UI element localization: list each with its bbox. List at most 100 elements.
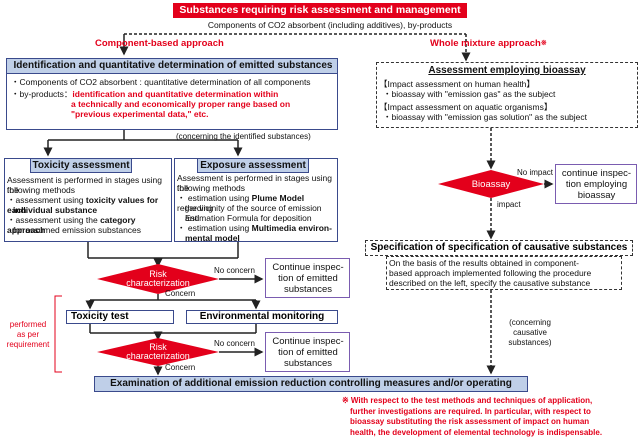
risk1-label2: characterization — [126, 278, 190, 288]
bioassay-diamond — [438, 170, 544, 198]
identification-line4: "previous experimental data," etc. — [71, 109, 209, 119]
component-approach-label: Component-based approach — [95, 38, 224, 49]
risk2-label1: Risk — [149, 342, 167, 352]
exposure-l7: mental model — [185, 233, 240, 242]
exposure-l2: following methods — [177, 183, 246, 193]
specification-body-box: On the basis of the results obtained in … — [386, 256, 622, 290]
risk1-diamond — [97, 264, 219, 294]
risk2-concern: Concern — [165, 363, 196, 372]
risk2-cont1: Continue inspec- — [272, 336, 344, 347]
spec-l1: On the basis of the results obtained in … — [389, 258, 579, 268]
exposure-l6a: ・ estimation using — [177, 223, 252, 233]
exposure-l6: ・ estimation using Multimedia environ- — [177, 223, 332, 233]
concerning-l2: causative — [513, 328, 547, 337]
identification-line2: ・by-products：identification and quantita… — [11, 89, 278, 99]
toxicity-l3: ・assessment using toxicity values for ea… — [7, 195, 171, 215]
top-subtitle: Components of CO2 absorbent (including a… — [207, 20, 453, 30]
toxicity-l5: ・assessment using the category approach — [7, 215, 171, 235]
risk2-label2: characterization — [126, 351, 190, 361]
bioassay-b2: ・bioassay with "emission gas solution" a… — [383, 112, 587, 122]
bioassay-h1: 【Impact assessment on human health】 — [379, 79, 535, 89]
spec-l3: described on the left, specify the causa… — [389, 278, 591, 288]
risk2-cont2: tion of emitted — [278, 347, 338, 358]
exposure-l1: Assessment is performed in stages using … — [177, 173, 332, 193]
toxicity-l2: following methods — [7, 185, 76, 195]
toxicity-l1: Assessment is performed in stages using … — [7, 175, 162, 195]
exposure-l5: Estimation Formula for deposition — [185, 213, 312, 223]
footnote-l4: health, the development of elemental tec… — [350, 427, 603, 437]
bioassay-title: Assessment employing bioassay — [428, 65, 586, 76]
bioassay-impact: impact — [497, 200, 521, 209]
risk1-concern: Concern — [165, 289, 196, 298]
exposure-l3c: regarding — [177, 203, 213, 213]
bioassay-b1: ・bioassay with "emission gas" as the sub… — [383, 89, 556, 99]
toxicity-l3b: toxicity values for each — [7, 195, 159, 215]
exposure-l3b: Plume Model — [251, 193, 305, 203]
toxicity-assessment-box: Toxicity assessment Assessment is perfor… — [4, 158, 172, 242]
byproducts-red-1: identification and quantitative determin… — [72, 89, 279, 99]
toxicity-l6: for assumed emission substances — [13, 225, 142, 235]
whole-mixture-text: Whole mixture approach — [430, 38, 541, 49]
risk1-no-concern: No concern — [214, 266, 255, 275]
bioassay-no-impact: No impact — [517, 168, 554, 177]
risk2-no-concern: No concern — [214, 339, 255, 348]
footnote-l2: further investigations are required. In … — [350, 406, 591, 416]
exposure-l3: ・ estimation using Plume Model regarding — [177, 193, 337, 213]
toxicity-l5b: category approach — [7, 215, 136, 235]
performed-l3: requirement — [6, 340, 50, 349]
concerning-l1: (concerning — [509, 318, 551, 327]
specification-title-box: Specification of specification of causat… — [365, 240, 633, 256]
identification-line1: ・Components of CO2 absorbent : quantitat… — [11, 77, 311, 87]
risk1-cont3: substances — [283, 284, 333, 295]
exposure-l3a: ・ estimation using — [177, 193, 252, 203]
footnote-l3: bioassay substituting the risk assessmen… — [350, 417, 590, 426]
bioassay-cont1: continue inspec- — [561, 168, 632, 179]
risk1-label1: Risk — [149, 269, 167, 279]
identified-substances-note: (concerning the identified substances) — [176, 132, 311, 141]
performed-l2: as per — [16, 330, 40, 339]
risk1-cont1: Continue inspec- — [272, 262, 344, 273]
top-title-box: Substances requiring risk assessment and… — [173, 3, 467, 18]
examination-box: Examination of additional emission reduc… — [94, 376, 528, 392]
exposure-l4: the vicinity of the source of emission a… — [185, 203, 322, 223]
bioassay-cont2: tion employing — [565, 179, 628, 190]
bioassay-h2: 【Impact assessment on aquatic organisms】 — [379, 102, 553, 112]
bioassay-cont3: bioassay — [577, 190, 616, 201]
performed-l1: performed — [9, 320, 47, 329]
identification-title: Identification and quantitative determin… — [7, 59, 337, 74]
toxicity-l5a: ・assessment using the — [7, 215, 101, 225]
whole-mixture-mark: ※ — [540, 40, 547, 47]
exposure-assessment-box: Exposure assessment Assessment is perfor… — [174, 158, 338, 242]
whole-mixture-label: Whole mixture approach※ — [430, 38, 547, 49]
bioassay-diamond-label: Bioassay — [471, 179, 511, 190]
footnote-l1: ※ With respect to the test methods and t… — [342, 396, 593, 405]
identification-line3: a technically and economically proper ra… — [71, 99, 291, 109]
exposure-l6b: Multimedia environ- — [251, 223, 332, 233]
performed-bracket — [54, 295, 62, 373]
toxicity-test-box: Toxicity test — [66, 310, 174, 324]
concerning-l3: substances) — [508, 338, 552, 347]
risk1-cont2: tion of emitted — [278, 273, 338, 284]
toxicity-title: Toxicity assessment — [30, 159, 132, 173]
exposure-title: Exposure assessment — [197, 159, 309, 173]
risk2-diamond — [97, 338, 219, 366]
toxicity-l3a: ・assessment using — [7, 195, 86, 205]
risk2-cont3: substances — [283, 358, 333, 369]
spec-l2: based approach implemented following the… — [389, 268, 592, 278]
env-monitoring-box: Environmental monitoring — [186, 310, 338, 324]
bioassay-assessment-box: Assessment employing bioassay 【Impact as… — [376, 62, 638, 128]
toxicity-l4: individual substance — [13, 205, 98, 215]
byproducts-label: ・by-products： — [11, 89, 73, 99]
